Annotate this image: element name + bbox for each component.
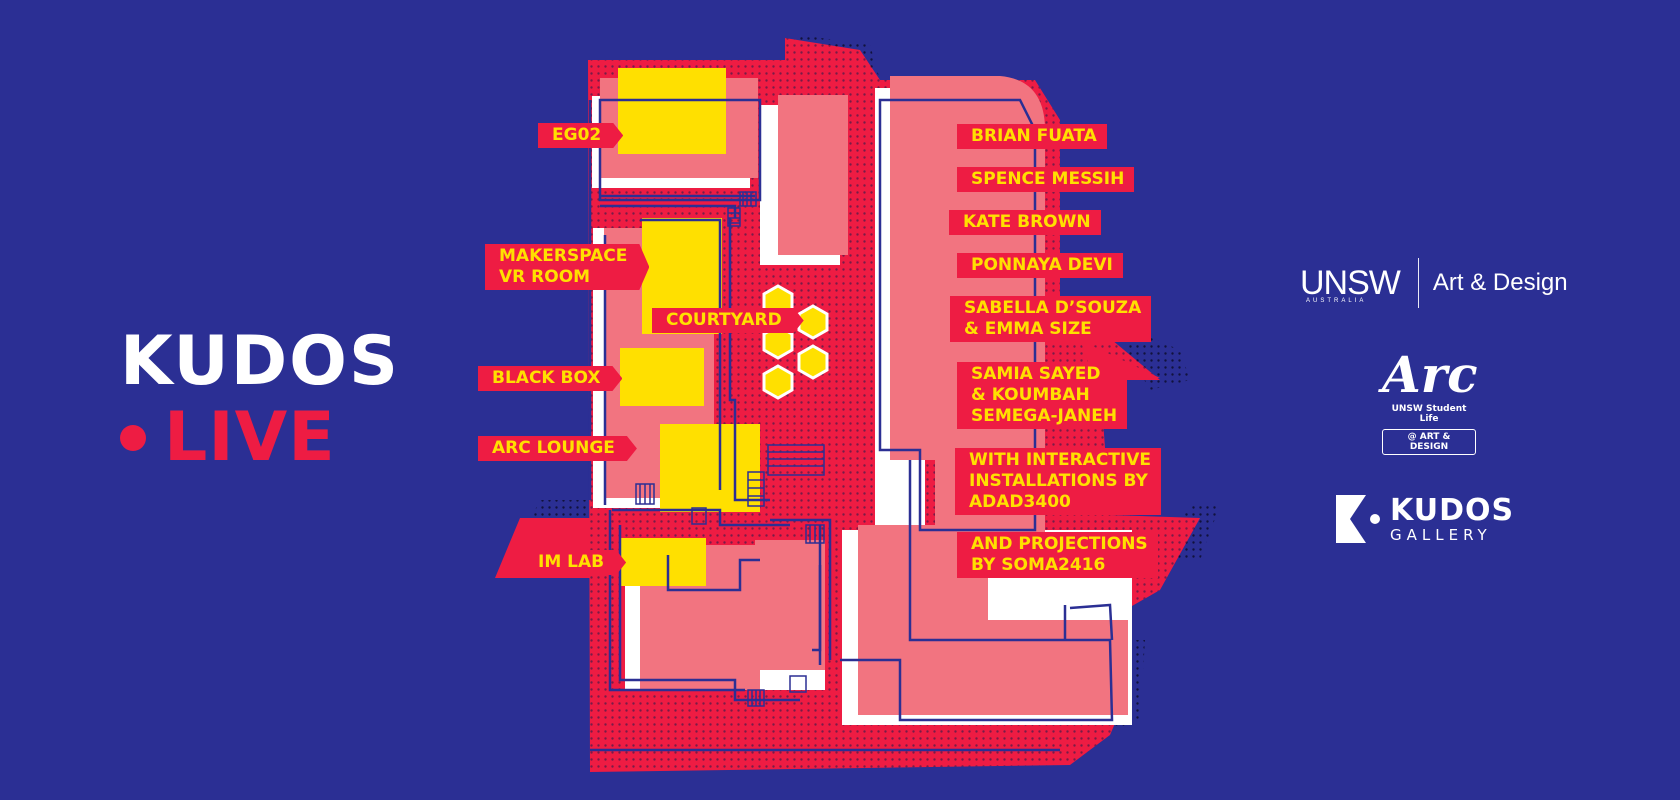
artist-label-interactive-installations: WITH INTERACTIVE INSTALLATIONS BY ADAD34…	[955, 448, 1161, 515]
room-label-arc-lounge: ARC LOUNGE	[478, 436, 637, 461]
artist-label-brian-fuata: BRIAN FUATA	[957, 124, 1107, 149]
kudos-gallery-mark-icon	[1336, 495, 1384, 543]
artist-label-projections: AND PROJECTIONS BY SOMA2416	[957, 532, 1158, 578]
artist-label-spence-messih: SPENCE MESSIH	[957, 167, 1135, 192]
logo-divider	[1417, 258, 1419, 308]
room-label-black-box: BLACK BOX	[478, 366, 622, 391]
stairs-icons	[635, 191, 825, 707]
arc-logo: Arc UNSW Student Life @ ART & DESIGN	[1382, 345, 1478, 455]
brand-subtitle: LIVE	[164, 398, 336, 477]
brand-title: KUDOS	[120, 322, 400, 401]
kudos-gallery-title: KUDOS	[1390, 492, 1515, 528]
live-dot-icon	[120, 425, 146, 451]
room-label-makerspace: MAKERSPACE VR ROOM	[485, 244, 649, 290]
arc-student-life-text: UNSW Student Life	[1391, 404, 1467, 424]
arc-mark: Arc	[1382, 345, 1478, 404]
kudos-gallery-subtitle: GALLERY	[1390, 525, 1492, 544]
room-label-courtyard: COURTYARD	[652, 308, 804, 333]
artist-label-ponnaya-devi: PONNAYA DEVI	[957, 253, 1123, 278]
brand-subtitle-row: LIVE	[120, 404, 420, 472]
artist-label-kate-brown: KATE BROWN	[949, 210, 1101, 235]
kudos-gallery-logo: KUDOS GALLERY	[1336, 495, 1514, 543]
arc-art-design-badge: @ ART & DESIGN	[1382, 429, 1476, 455]
artist-label-sabella-emma: SABELLA D’SOUZA & EMMA SIZE	[950, 296, 1152, 342]
courtyard-hexagons	[762, 284, 829, 400]
unsw-mark: UNSW	[1300, 264, 1401, 302]
room-label-eg02: EG02	[538, 123, 623, 148]
room-label-im-lab: IM LAB	[524, 550, 626, 575]
art-design-text: Art & Design	[1432, 269, 1568, 296]
artist-label-samia-koumbah: SAMIA SAYED & KOUMBAH SEMEGA-JANEH	[957, 362, 1128, 429]
unsw-art-design-logo: UNSW AUSTRALIA Art & Design	[1300, 258, 1568, 308]
unsw-australia-text: AUSTRALIA	[1306, 298, 1367, 304]
kudos-live-logo: KUDOS LIVE	[120, 328, 420, 472]
